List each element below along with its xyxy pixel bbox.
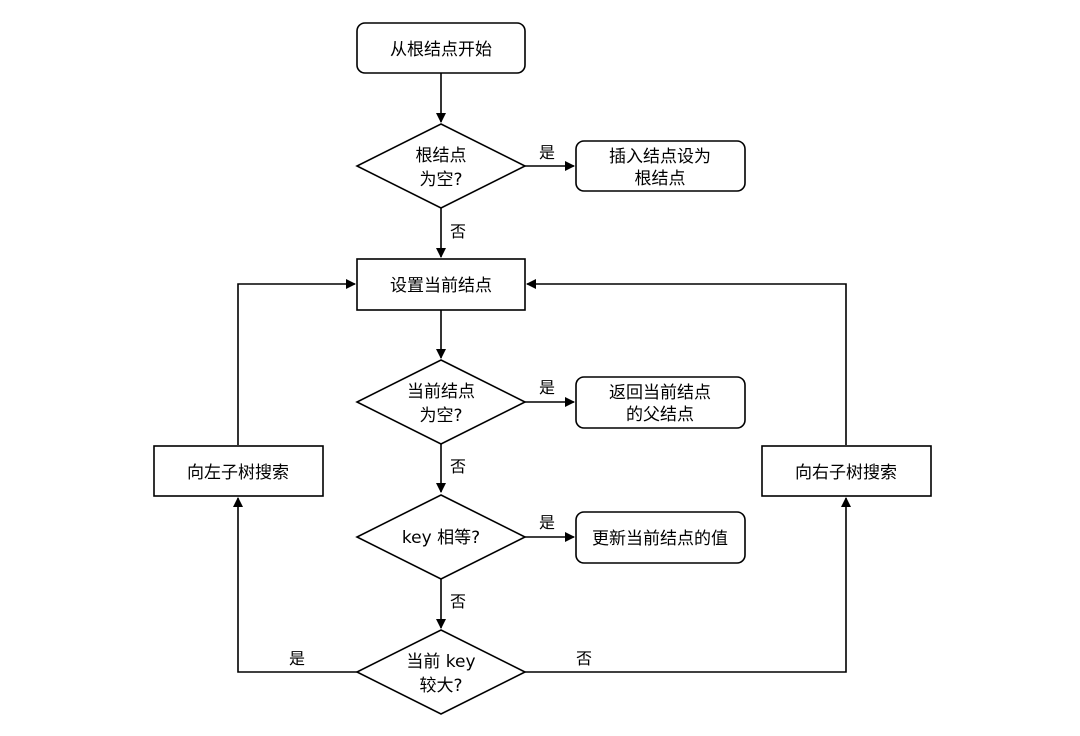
node-return-parent-line-2: 的父结点 [626, 405, 694, 425]
decision-current-empty-line-1: 当前结点 [407, 382, 475, 402]
edges [233, 73, 851, 673]
decision-key-greater-line-2: 较大? [419, 676, 462, 696]
label-root-empty-yes: 是 [539, 143, 555, 162]
label-key-greater-no: 否 [576, 649, 592, 668]
node-insert-root-line-1: 插入结点设为 [609, 147, 711, 167]
node-search-left: 向左子树搜索 [153, 445, 324, 497]
node-insert-root-line-2: 根结点 [635, 169, 686, 189]
node-start-line-1: 从根结点开始 [390, 40, 492, 60]
label-key-equal-yes: 是 [539, 513, 555, 532]
node-search-right-line-1: 向右子树搜索 [795, 463, 897, 483]
decision-current-empty: 当前结点 为空? [355, 359, 527, 445]
node-search-right: 向右子树搜索 [761, 445, 932, 497]
edge-search-right-to-set-current [526, 279, 847, 445]
label-key-greater-yes: 是 [289, 649, 305, 668]
decision-key-greater: 当前 key 较大? [355, 629, 527, 715]
node-set-current-line-1: 设置当前结点 [390, 276, 492, 296]
label-current-empty-yes: 是 [539, 378, 555, 397]
label-root-empty-no: 否 [450, 222, 466, 241]
edge-key-greater-no [525, 497, 851, 673]
decision-key-equal-line-1: key 相等? [402, 528, 480, 548]
node-set-current: 设置当前结点 [356, 258, 526, 311]
decision-root-empty: 根结点 为空? [355, 123, 527, 209]
node-start: 从根结点开始 [356, 22, 526, 74]
edge-labels: 是 否 是 否 是 否 是 否 [289, 143, 592, 668]
label-key-equal-no: 否 [450, 592, 466, 611]
node-search-left-line-1: 向左子树搜索 [187, 463, 289, 483]
node-update-value: 更新当前结点的值 [575, 511, 746, 564]
edge-search-left-to-set-current [237, 279, 356, 445]
edge-key-greater-yes [233, 497, 357, 673]
decision-root-empty-line-2: 为空? [419, 170, 462, 190]
label-current-empty-no: 否 [450, 457, 466, 476]
node-insert-root: 插入结点设为 根结点 [575, 140, 746, 192]
decision-key-equal: key 相等? [355, 494, 527, 580]
decision-key-greater-line-1: 当前 key [406, 652, 475, 672]
decision-root-empty-line-1: 根结点 [416, 146, 467, 166]
decision-current-empty-line-2: 为空? [419, 406, 462, 426]
node-return-parent-line-1: 返回当前结点 [609, 383, 711, 403]
node-update-value-line-1: 更新当前结点的值 [592, 529, 728, 549]
node-return-parent: 返回当前结点 的父结点 [575, 376, 746, 429]
